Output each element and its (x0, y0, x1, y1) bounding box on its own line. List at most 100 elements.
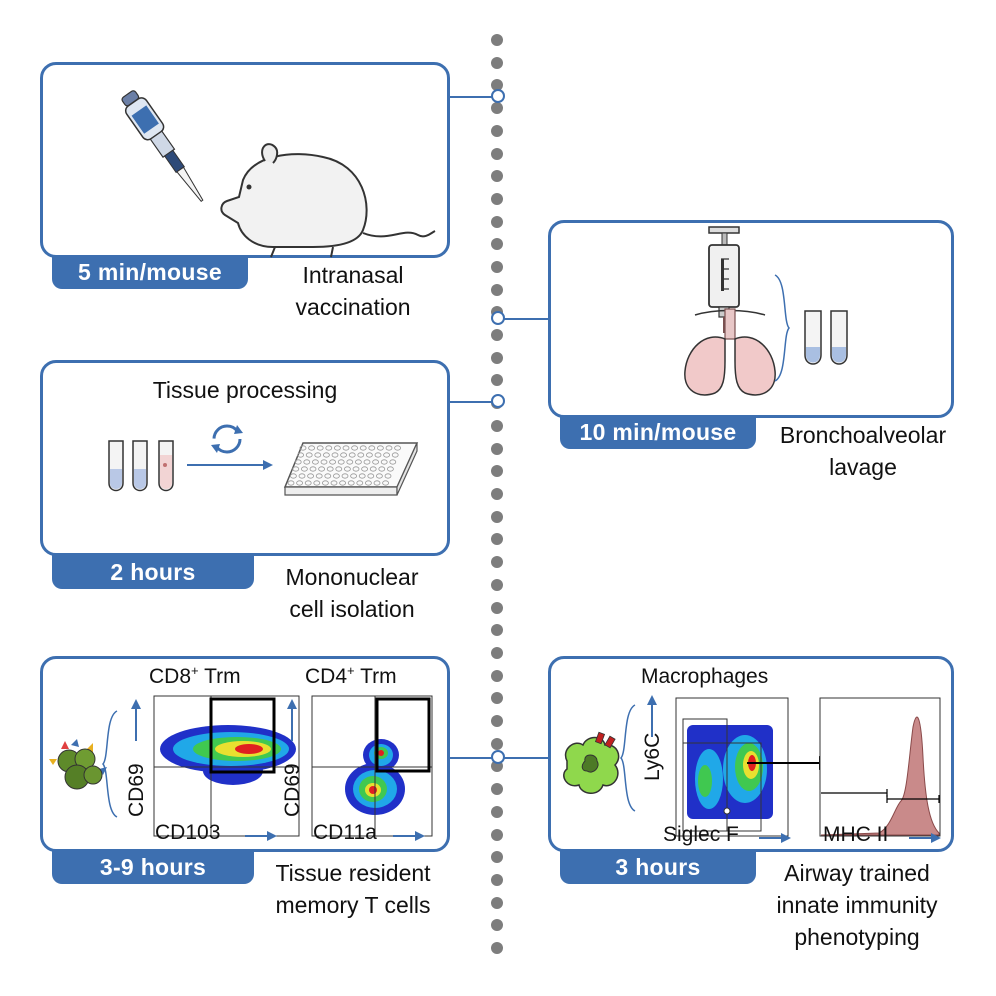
plate-well (322, 480, 329, 486)
caption-isolation-1: Mononuclear (285, 564, 419, 590)
time-badge-isolation: 2 hours (52, 555, 254, 589)
timeline-dot (491, 79, 503, 91)
plate-well (359, 445, 367, 451)
plate-well (299, 445, 307, 451)
caption-innate-1: Airway trained (784, 860, 930, 886)
plate-well (355, 459, 362, 465)
plate-well (316, 445, 324, 451)
plate-well (384, 473, 392, 479)
plate-well (323, 452, 330, 458)
timeline-dot (491, 783, 503, 795)
connector-lavage (503, 318, 550, 320)
time-badge-vaccination: 5 min/mouse (52, 255, 248, 289)
tube-icon (108, 440, 174, 492)
timeline-dot (491, 102, 503, 114)
cd4-flow-plot (311, 695, 433, 837)
plate-well (346, 459, 354, 465)
plate-well (329, 459, 336, 465)
connector-isolation (448, 401, 497, 403)
plate-well (300, 466, 308, 472)
rotate-icon (211, 424, 243, 454)
plate-well (373, 480, 381, 486)
timeline-node (491, 750, 505, 764)
plate-well (367, 473, 375, 479)
plate-well (320, 459, 328, 465)
plate-well (361, 466, 368, 472)
timeline-node (491, 89, 505, 103)
t-cell-cluster-icon (49, 739, 107, 790)
plate-well (342, 445, 350, 451)
time-badge-lavage: 10 min/mouse (560, 415, 756, 449)
caption-lavage-2: lavage (829, 454, 897, 480)
connector-innate (503, 757, 550, 759)
timeline-dot (491, 352, 503, 364)
mhc-histogram (819, 697, 941, 837)
mouse-icon (220, 143, 436, 258)
connector-vaccination (448, 96, 497, 98)
macrophage-flow-plot (675, 697, 789, 837)
syringe-icon (708, 226, 740, 333)
timeline-dot (491, 806, 503, 818)
plate-well (337, 459, 345, 465)
cd4-ylabel: CD69 (281, 763, 304, 817)
lungs-icon (684, 308, 776, 396)
well-plate-icon (283, 442, 419, 496)
timeline-dot (491, 670, 503, 682)
plate-well (314, 452, 322, 458)
plate-well (351, 445, 358, 451)
macrophages-title: Macrophages (641, 665, 769, 688)
x-axis-arrow (245, 831, 277, 841)
plate-well (374, 452, 382, 458)
plate-well (309, 466, 317, 472)
cd8-ylabel: CD69 (125, 763, 148, 817)
caption-lavage-1: Bronchoalveolar (779, 422, 947, 448)
caption-vaccination-2: vaccination (295, 294, 411, 320)
plate-well (340, 452, 347, 458)
plate-well (356, 480, 364, 486)
plate-well (298, 473, 306, 479)
timeline-dot (491, 556, 503, 568)
plate-well (339, 480, 346, 486)
plate-well (324, 473, 332, 479)
plate-well (387, 466, 394, 472)
timeline-dot (491, 170, 503, 182)
innate-xlabel: Siglec F (663, 823, 739, 846)
timeline-node (491, 311, 505, 325)
timeline-dot (491, 738, 503, 750)
plate-well (313, 480, 321, 486)
time-badge-innate: 3 hours (560, 850, 756, 884)
plate-well (394, 445, 401, 451)
timeline-dot (491, 374, 503, 386)
timeline-dot (491, 57, 503, 69)
timeline-dot (491, 579, 503, 591)
histogram-xlabel: MHC II (823, 823, 889, 846)
innate-panel: Macrophages Ly6C Siglec F MHC II (548, 656, 954, 852)
plate-well (333, 473, 340, 479)
plate-well (297, 452, 305, 458)
plate-well (304, 480, 312, 486)
caption-trm-1: Tissue resident (275, 860, 431, 886)
caption-innate-3: phenotyping (794, 924, 920, 950)
plate-well (357, 452, 365, 458)
pipette-icon (121, 90, 234, 214)
plate-well (341, 473, 349, 479)
isolation-title: Tissue processing (152, 377, 338, 403)
timeline-dot (491, 420, 503, 432)
plate-well (330, 480, 338, 486)
connector-trm (448, 757, 497, 759)
y-axis-arrow (647, 695, 657, 737)
cd4-title: CD4+ Trm (305, 663, 397, 688)
plate-well (380, 459, 388, 465)
timeline-dot (491, 897, 503, 909)
timeline-dot (491, 34, 503, 46)
timeline-dot (491, 942, 503, 954)
timeline-dot (491, 443, 503, 455)
y-axis-arrow (287, 699, 297, 741)
timeline-dot (491, 874, 503, 886)
plate-well (334, 445, 341, 451)
plate-well (287, 480, 295, 486)
timeline-dot (491, 261, 503, 273)
plate-well (325, 445, 333, 451)
time-badge-trm: 3-9 hours (52, 850, 254, 884)
plate-well (352, 466, 360, 472)
